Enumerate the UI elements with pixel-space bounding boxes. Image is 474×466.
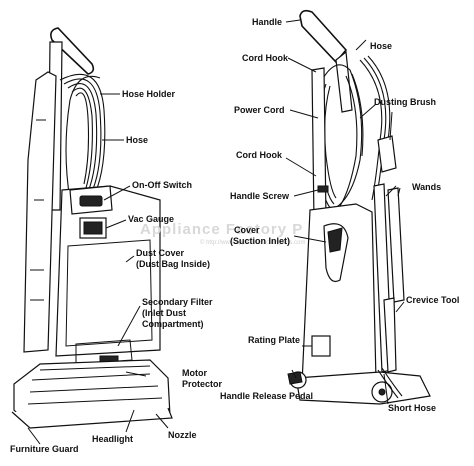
label-secondary-filter: Secondary Filter xyxy=(142,297,213,307)
label-vac-gauge: Vac Gauge xyxy=(128,214,174,224)
label-short-hose: Short Hose xyxy=(388,403,436,413)
label-rating-plate: Rating Plate xyxy=(248,335,300,345)
label-handle-screw: Handle Screw xyxy=(230,191,290,201)
label-dust-cover-sub: (Dust Bag Inside) xyxy=(136,259,210,269)
label-hose-holder: Hose Holder xyxy=(122,89,176,99)
label-handle-release-pedal: Handle Release Pedal xyxy=(220,391,313,401)
label-handle: Handle xyxy=(252,17,282,27)
watermark-title: Appliance Factory P xyxy=(140,221,303,238)
watermark-subtitle: © http://www.appliancefactoryparts.com xyxy=(200,239,305,246)
label-furniture-guard: Furniture Guard xyxy=(10,444,79,454)
label-headlight: Headlight xyxy=(92,434,133,444)
label-motor-protector-2: Protector xyxy=(182,379,223,389)
label-power-cord: Power Cord xyxy=(234,105,285,115)
label-motor-protector-1: Motor xyxy=(182,368,207,378)
label-crevice-tool: Crevice Tool xyxy=(406,295,459,305)
label-dust-cover: Dust Cover xyxy=(136,248,185,258)
label-secondary-filter-sub2: Compartment) xyxy=(142,319,204,329)
label-cord-hook-top: Cord Hook xyxy=(242,53,289,63)
leader-lines xyxy=(27,19,405,445)
label-on-off-switch: On-Off Switch xyxy=(132,180,192,190)
label-nozzle: Nozzle xyxy=(168,430,197,440)
label-hose-right: Hose xyxy=(370,41,392,51)
rear-view-vacuum xyxy=(287,9,431,405)
label-wands: Wands xyxy=(412,182,441,192)
label-cord-hook-mid: Cord Hook xyxy=(236,150,283,160)
label-dusting-brush: Dusting Brush xyxy=(374,97,436,107)
label-cover-sub: (Suction Inlet) xyxy=(230,236,290,246)
front-view-vacuum xyxy=(11,27,173,429)
label-hose-left: Hose xyxy=(126,135,148,145)
label-secondary-filter-sub1: (Inlet Dust xyxy=(142,308,186,318)
label-cover: Cover xyxy=(234,225,260,235)
